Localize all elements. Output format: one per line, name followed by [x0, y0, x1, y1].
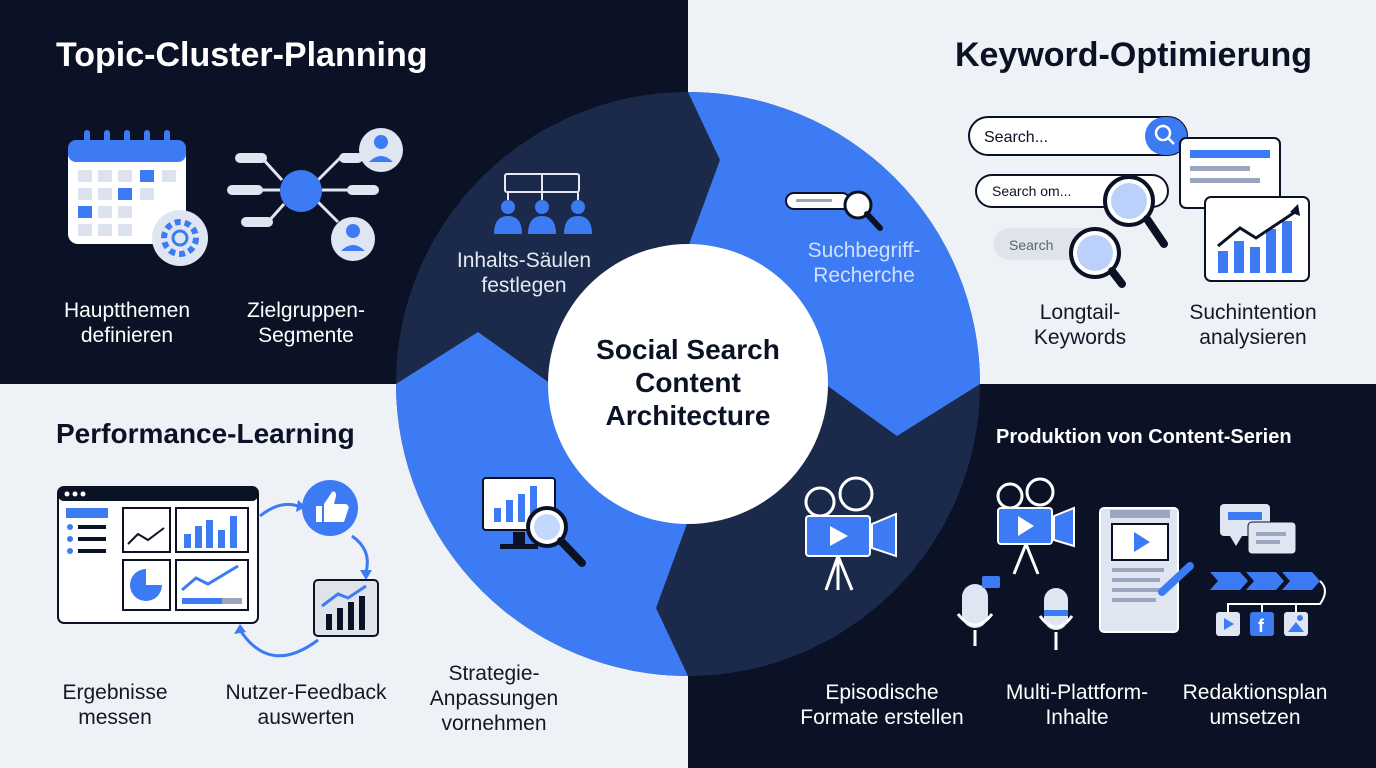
label-zielgruppen: Zielgruppen- Segmente: [247, 299, 365, 347]
svg-text:f: f: [1258, 616, 1265, 636]
search-slider-icon: [785, 190, 883, 231]
label-nutzer-feedback: Nutzer-Feedback auswerten: [225, 681, 387, 729]
growth-chart-icon: [1179, 137, 1310, 282]
dashboard-icon: [57, 486, 259, 624]
growth-card-icon: [313, 579, 379, 637]
label-suchintention: Suchintention analysieren: [1189, 301, 1317, 349]
label-ergebnisse: Ergebnisse messen: [62, 681, 168, 729]
ring-label-strategie: Strategie- Anpassungen vornehmen: [429, 662, 559, 735]
search-bar-2-text: Search om...: [992, 183, 1071, 199]
topic-cluster-title: Topic-Cluster-Planning: [56, 36, 428, 74]
search-bar-3-text: Search: [1009, 237, 1053, 253]
ring-segment-blue-top: [688, 92, 980, 436]
audience-network-icon: [227, 128, 403, 261]
production-title: Produktion von Content-Serien: [996, 426, 1292, 448]
ring-label-inhalts-saeulen: Inhalts-Säulen festlegen: [456, 249, 592, 297]
label-multi-plattform: Multi-Plattform- Inhalte: [1005, 681, 1149, 729]
keyword-title: Keyword-Optimierung: [954, 36, 1312, 74]
ring-label-suchbegriff: Suchbegriff- Recherche: [807, 239, 921, 287]
label-episodische: Episodische Formate erstellen: [800, 681, 964, 729]
org-chart-people-icon: [494, 173, 592, 234]
center-title: Social Search Content Architecture: [596, 334, 780, 431]
chat-bubbles-icon: [1220, 504, 1297, 555]
label-redaktionsplan: Redaktionsplan umsetzen: [1182, 681, 1328, 729]
microphone-icon: [956, 576, 1074, 650]
center-circle: [548, 244, 828, 524]
label-longtail: Longtail- Keywords: [1033, 301, 1127, 349]
label-hauptthemen: Hauptthemen definieren: [63, 299, 191, 347]
magnifier-icon: [1069, 175, 1168, 288]
search-bar-1-text: Search...: [984, 129, 1048, 146]
feedback-cycle-arrows-icon: [234, 500, 372, 658]
social-media-icon: f: [1210, 572, 1326, 636]
document-pen-icon: [1099, 507, 1194, 633]
analytics-monitor-icon: [482, 477, 586, 567]
thumbs-up-icon: [302, 480, 358, 536]
movie-camera-icon: [804, 476, 897, 591]
performance-title: Performance-Learning: [56, 418, 355, 449]
video-camera-icon: [996, 477, 1075, 575]
calendar-gear-icon: [68, 130, 208, 266]
